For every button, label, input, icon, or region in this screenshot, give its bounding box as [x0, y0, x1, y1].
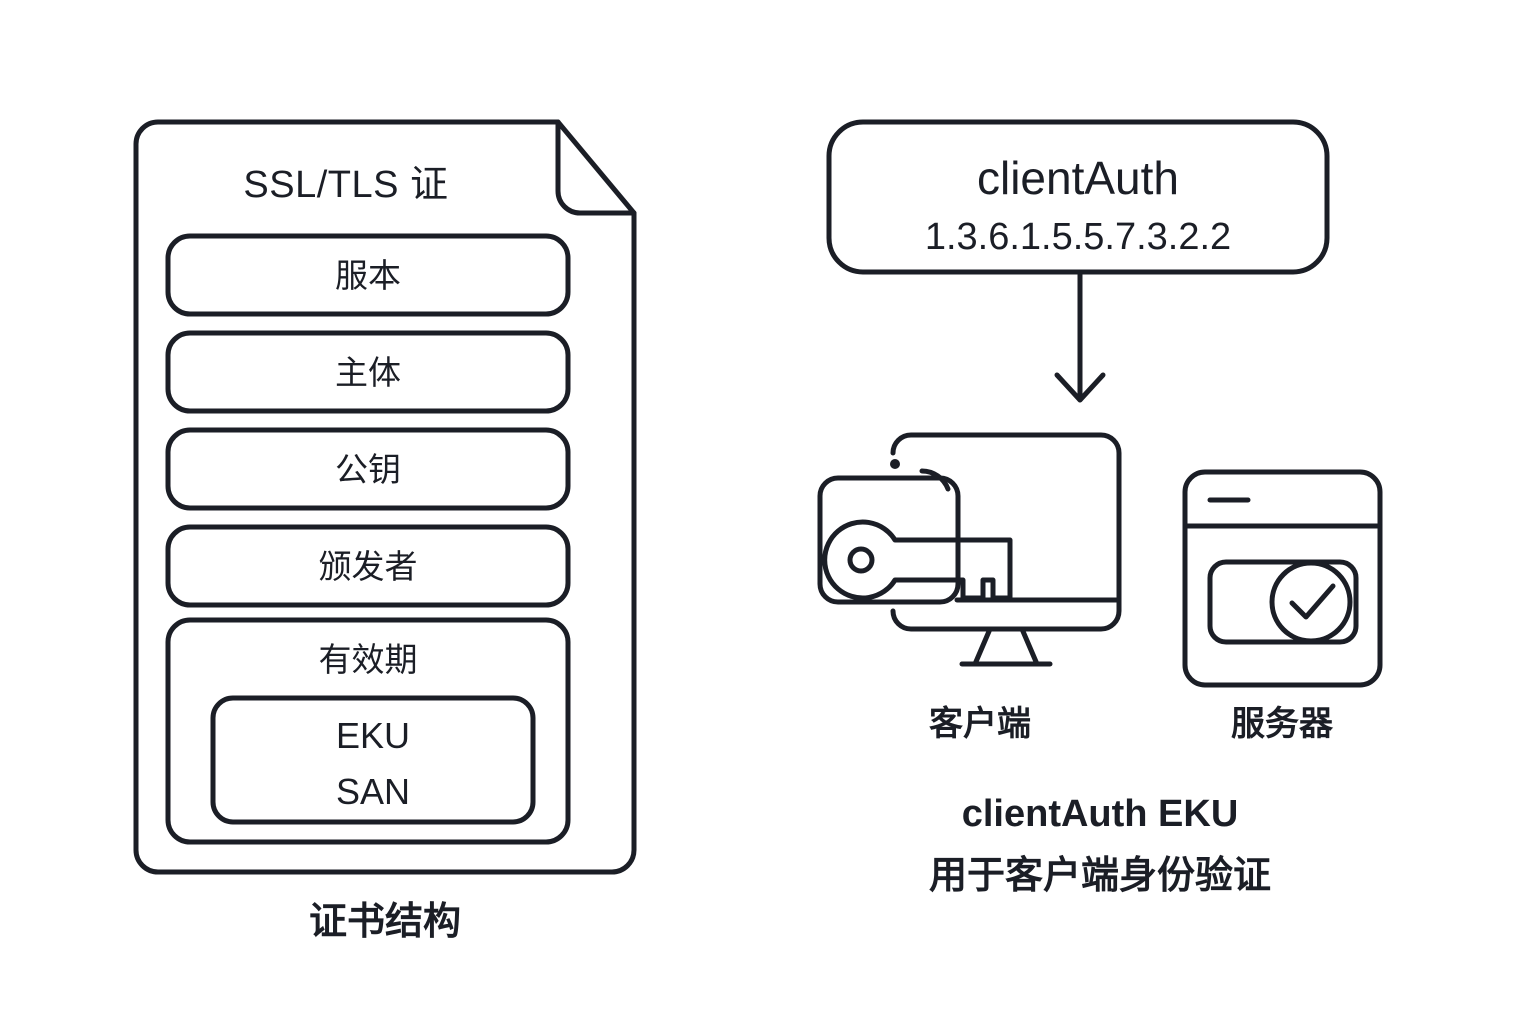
- certificate-field-box-1: [165, 330, 571, 414]
- monitor-key-icon: [817, 432, 1122, 667]
- certificate-field-box-0: [165, 233, 571, 317]
- certificate-field-label-2: 公钥: [335, 451, 401, 488]
- server-check-icon: [1182, 469, 1383, 688]
- flow-arrow-head-icon: [1054, 372, 1106, 403]
- clientauth-box-oid: 1.3.6.1.5.5.7.3.2.2: [924, 216, 1232, 258]
- certificate-extensions-box: [210, 695, 536, 825]
- certificate-caption: 证书结构: [308, 901, 461, 943]
- node-label-server: 服务器: [1231, 705, 1333, 743]
- clientauth-box-title: clientAuth: [976, 152, 1179, 204]
- certificate-field-label-1: 主体: [335, 354, 401, 391]
- certificate-page-outline: [133, 119, 637, 875]
- certificate-fold-corner-icon: [555, 119, 637, 216]
- certificate-validity-label: 有效期: [318, 641, 418, 678]
- certificate-field-label-0: 服本: [335, 257, 401, 294]
- certificate-validity-box: [165, 617, 571, 845]
- certificate-field-box-3: [165, 524, 571, 608]
- footer-line-2: 用于客户端身份验证: [928, 855, 1271, 897]
- node-label-client: 客户端: [929, 705, 1031, 743]
- footer-line-1: clientAuth EKU: [961, 793, 1239, 835]
- certificate-extension-eku: EKU: [335, 715, 411, 756]
- certificate-extension-san: SAN: [335, 771, 411, 812]
- certificate-field-label-3: 颁发者: [318, 548, 418, 585]
- certificate-field-box-2: [165, 427, 571, 511]
- certificate-title: SSL/TLS 证: [243, 164, 449, 206]
